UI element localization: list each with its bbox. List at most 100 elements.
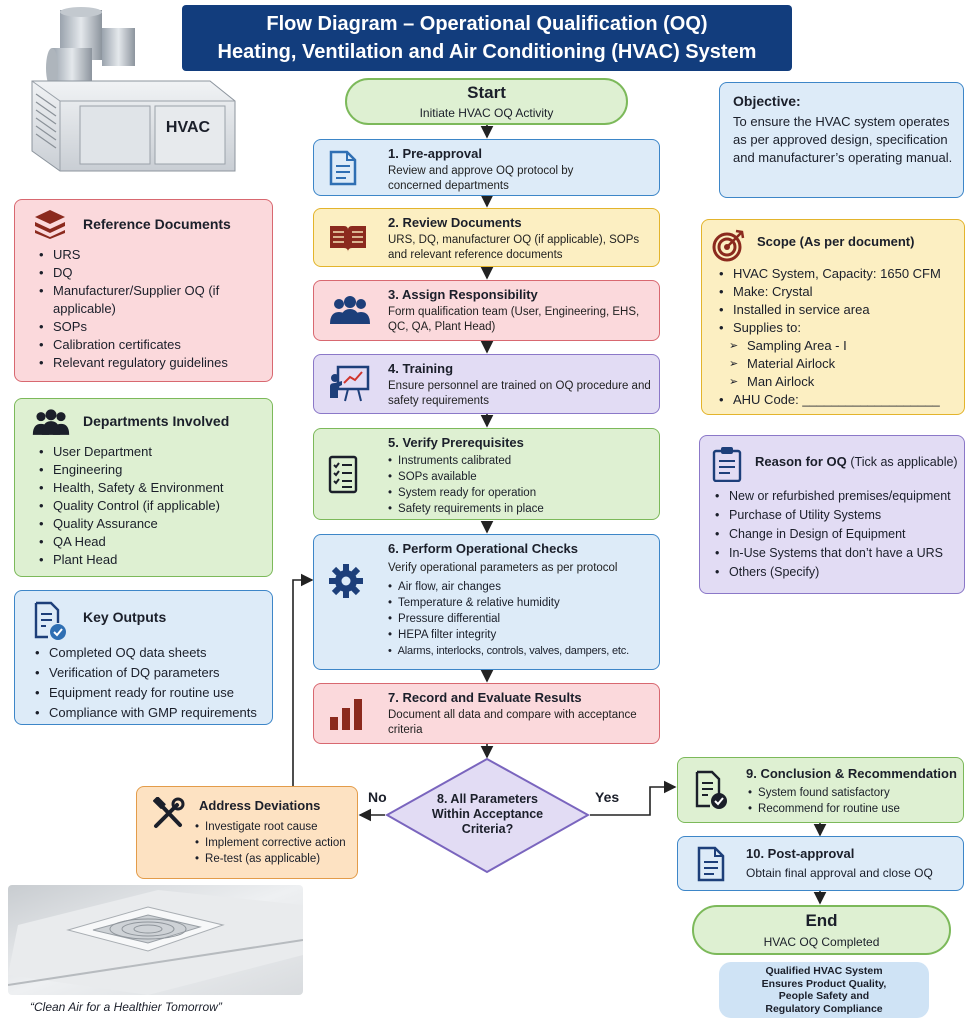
- end-terminal: End HVAC OQ Completed: [692, 905, 951, 955]
- decision-line-3: Criteria?: [461, 822, 514, 836]
- list-item: Air flow, air changes: [388, 579, 653, 595]
- step-6-list: Air flow, air changes Temperature & rela…: [388, 579, 653, 659]
- start-title: Start: [467, 83, 506, 102]
- list-item: Quality Control (if applicable): [39, 497, 224, 515]
- reason-box: Reason for OQ (Tick as applicable) New o…: [699, 435, 965, 594]
- list-item: Verification of DQ parameters: [35, 663, 257, 683]
- list-item: Temperature & relative humidity: [388, 595, 653, 611]
- step-2-title: 2. Review Documents: [388, 215, 522, 230]
- step-1-title: 1. Pre-approval: [388, 146, 482, 161]
- verified-document-icon: [34, 601, 66, 640]
- step-pre-approval: 1. Pre-approval Review and approve OQ pr…: [313, 139, 660, 196]
- step-5-title: 5. Verify Prerequisites: [388, 435, 524, 450]
- step-7-title: 7. Record and Evaluate Results: [388, 690, 582, 705]
- step-5-list: Instruments calibrated SOPs available Sy…: [388, 453, 653, 517]
- end-title: End: [805, 911, 838, 930]
- list-item: Others (Specify): [715, 563, 951, 582]
- list-item: Calibration certificates: [39, 336, 264, 354]
- decision-line-1: 8. All Parameters: [437, 792, 538, 806]
- gear-icon: [329, 564, 363, 598]
- tools-icon: [153, 797, 185, 828]
- ahu-code-field: AHU Code: ___________________: [719, 391, 941, 409]
- start-subtitle: Initiate HVAC OQ Activity: [419, 106, 554, 120]
- decision-yes-label: Yes: [595, 789, 620, 805]
- list-item: Safety requirements in place: [388, 501, 653, 517]
- step-verify-prerequisites: 5. Verify Prerequisites Instruments cali…: [313, 428, 660, 520]
- list-item: Material Airlock: [719, 355, 941, 373]
- clipboard-icon: [712, 447, 742, 482]
- decision-diamond: 8. All Parameters Within Acceptance Crit…: [385, 757, 590, 874]
- post-approval-box: 10. Post-approval Obtain final approval …: [677, 836, 964, 891]
- list-item: Re-test (as applicable): [195, 851, 351, 867]
- title-line-2: Heating, Ventilation and Air Conditionin…: [217, 41, 757, 63]
- conclusion-list: System found satisfactory Recommend for …: [748, 785, 957, 817]
- document-icon: [697, 846, 725, 882]
- end-subtitle: HVAC OQ Completed: [763, 935, 880, 949]
- qualified-line-2: Ensures Product Quality,: [761, 977, 887, 990]
- step-4-desc: Ensure personnel are trained on OQ proce…: [388, 380, 651, 407]
- reference-list: URS DQ Manufacturer/Supplier OQ (if appl…: [39, 246, 264, 372]
- step-7-desc: Document all data and compare with accep…: [388, 709, 637, 736]
- step-2-desc: URS, DQ, manufacturer OQ (if applicable)…: [388, 234, 640, 261]
- list-item: Health, Safety & Environment: [39, 479, 224, 497]
- step-record-evaluate: 7. Record and Evaluate Results Document …: [313, 683, 660, 744]
- team-icon: [32, 409, 70, 435]
- bar-chart-icon: [330, 698, 362, 730]
- reference-title: Reference Documents: [83, 216, 231, 232]
- step-6-title: 6. Perform Operational Checks: [388, 541, 579, 556]
- list-item: Supplies to:: [719, 319, 941, 337]
- list-item: Quality Assurance: [39, 515, 224, 533]
- step-training: 4. Training Ensure personnel are trained…: [313, 354, 660, 414]
- page-title: Flow Diagram – Operational Qualification…: [182, 5, 792, 71]
- target-icon: [712, 229, 745, 262]
- scope-box: Scope (As per document) HVAC System, Cap…: [701, 219, 965, 415]
- step-6-desc: Verify operational parameters as per pro…: [388, 562, 618, 574]
- list-item: Implement corrective action: [195, 835, 351, 851]
- key-outputs-title: Key Outputs: [83, 609, 167, 625]
- step-3-title: 3. Assign Responsibility: [388, 287, 538, 302]
- objective-title: Objective:: [733, 93, 801, 109]
- list-item: URS: [39, 246, 264, 264]
- post-approval-title: 10. Post-approval: [746, 846, 855, 861]
- list-item: Investigate root cause: [195, 819, 351, 835]
- tagline: “Clean Air for a Healthier Tomorrow”: [30, 1000, 222, 1014]
- open-book-icon: [330, 225, 366, 252]
- list-item: Completed OQ data sheets: [35, 643, 257, 663]
- list-item: Purchase of Utility Systems: [715, 506, 951, 525]
- title-line-1: Flow Diagram – Operational Qualification…: [266, 13, 708, 35]
- list-item: Change in Design of Equipment: [715, 525, 951, 544]
- qualified-line-3: People Safety and: [778, 990, 870, 1002]
- address-deviations-box: Address Deviations Investigate root caus…: [136, 786, 358, 879]
- list-item: Recommend for routine use: [748, 801, 957, 817]
- deviations-title: Address Deviations: [199, 798, 321, 813]
- list-item: SOPs: [39, 318, 264, 336]
- list-item: Manufacturer/Supplier OQ (if applicable): [39, 282, 229, 318]
- decision-no-label: No: [368, 789, 387, 805]
- conclusion-box: 9. Conclusion & Recommendation System fo…: [677, 757, 964, 823]
- list-item: Compliance with GMP requirements: [35, 703, 257, 723]
- presentation-icon: [330, 365, 370, 402]
- list-item: Alarms, interlocks, controls, valves, da…: [388, 643, 653, 659]
- step-review-documents: 2. Review Documents URS, DQ, manufacture…: [313, 208, 660, 267]
- list-item: Sampling Area - I: [719, 337, 941, 355]
- step-assign-responsibility: 3. Assign Responsibility Form qualificat…: [313, 280, 660, 341]
- list-item: Pressure differential: [388, 611, 653, 627]
- step-4-title: 4. Training: [388, 361, 454, 376]
- departments-box: Departments Involved User Department Eng…: [14, 398, 273, 577]
- list-item: Plant Head: [39, 551, 224, 569]
- document-icon: [329, 150, 357, 185]
- list-item: Installed in service area: [719, 301, 941, 319]
- list-item: Instruments calibrated: [388, 453, 653, 469]
- conclusion-title: 9. Conclusion & Recommendation: [746, 766, 957, 781]
- list-item: HVAC System, Capacity: 1650 CFM: [719, 265, 941, 283]
- step-operational-checks: 6. Perform Operational Checks Verify ope…: [313, 534, 660, 670]
- qualified-line-1: Qualified HVAC System: [765, 965, 883, 977]
- post-approval-desc: Obtain final approval and close OQ: [746, 866, 933, 880]
- scope-list: HVAC System, Capacity: 1650 CFM Make: Cr…: [719, 265, 941, 409]
- hvac-unit-label: HVAC: [166, 119, 211, 136]
- step-3-desc: Form qualification team (User, Engineeri…: [388, 306, 640, 333]
- list-item: DQ: [39, 264, 264, 282]
- start-terminal: Start Initiate HVAC OQ Activity: [345, 78, 628, 125]
- list-item: Relevant regulatory guidelines: [39, 354, 264, 372]
- list-item: System ready for operation: [388, 485, 653, 501]
